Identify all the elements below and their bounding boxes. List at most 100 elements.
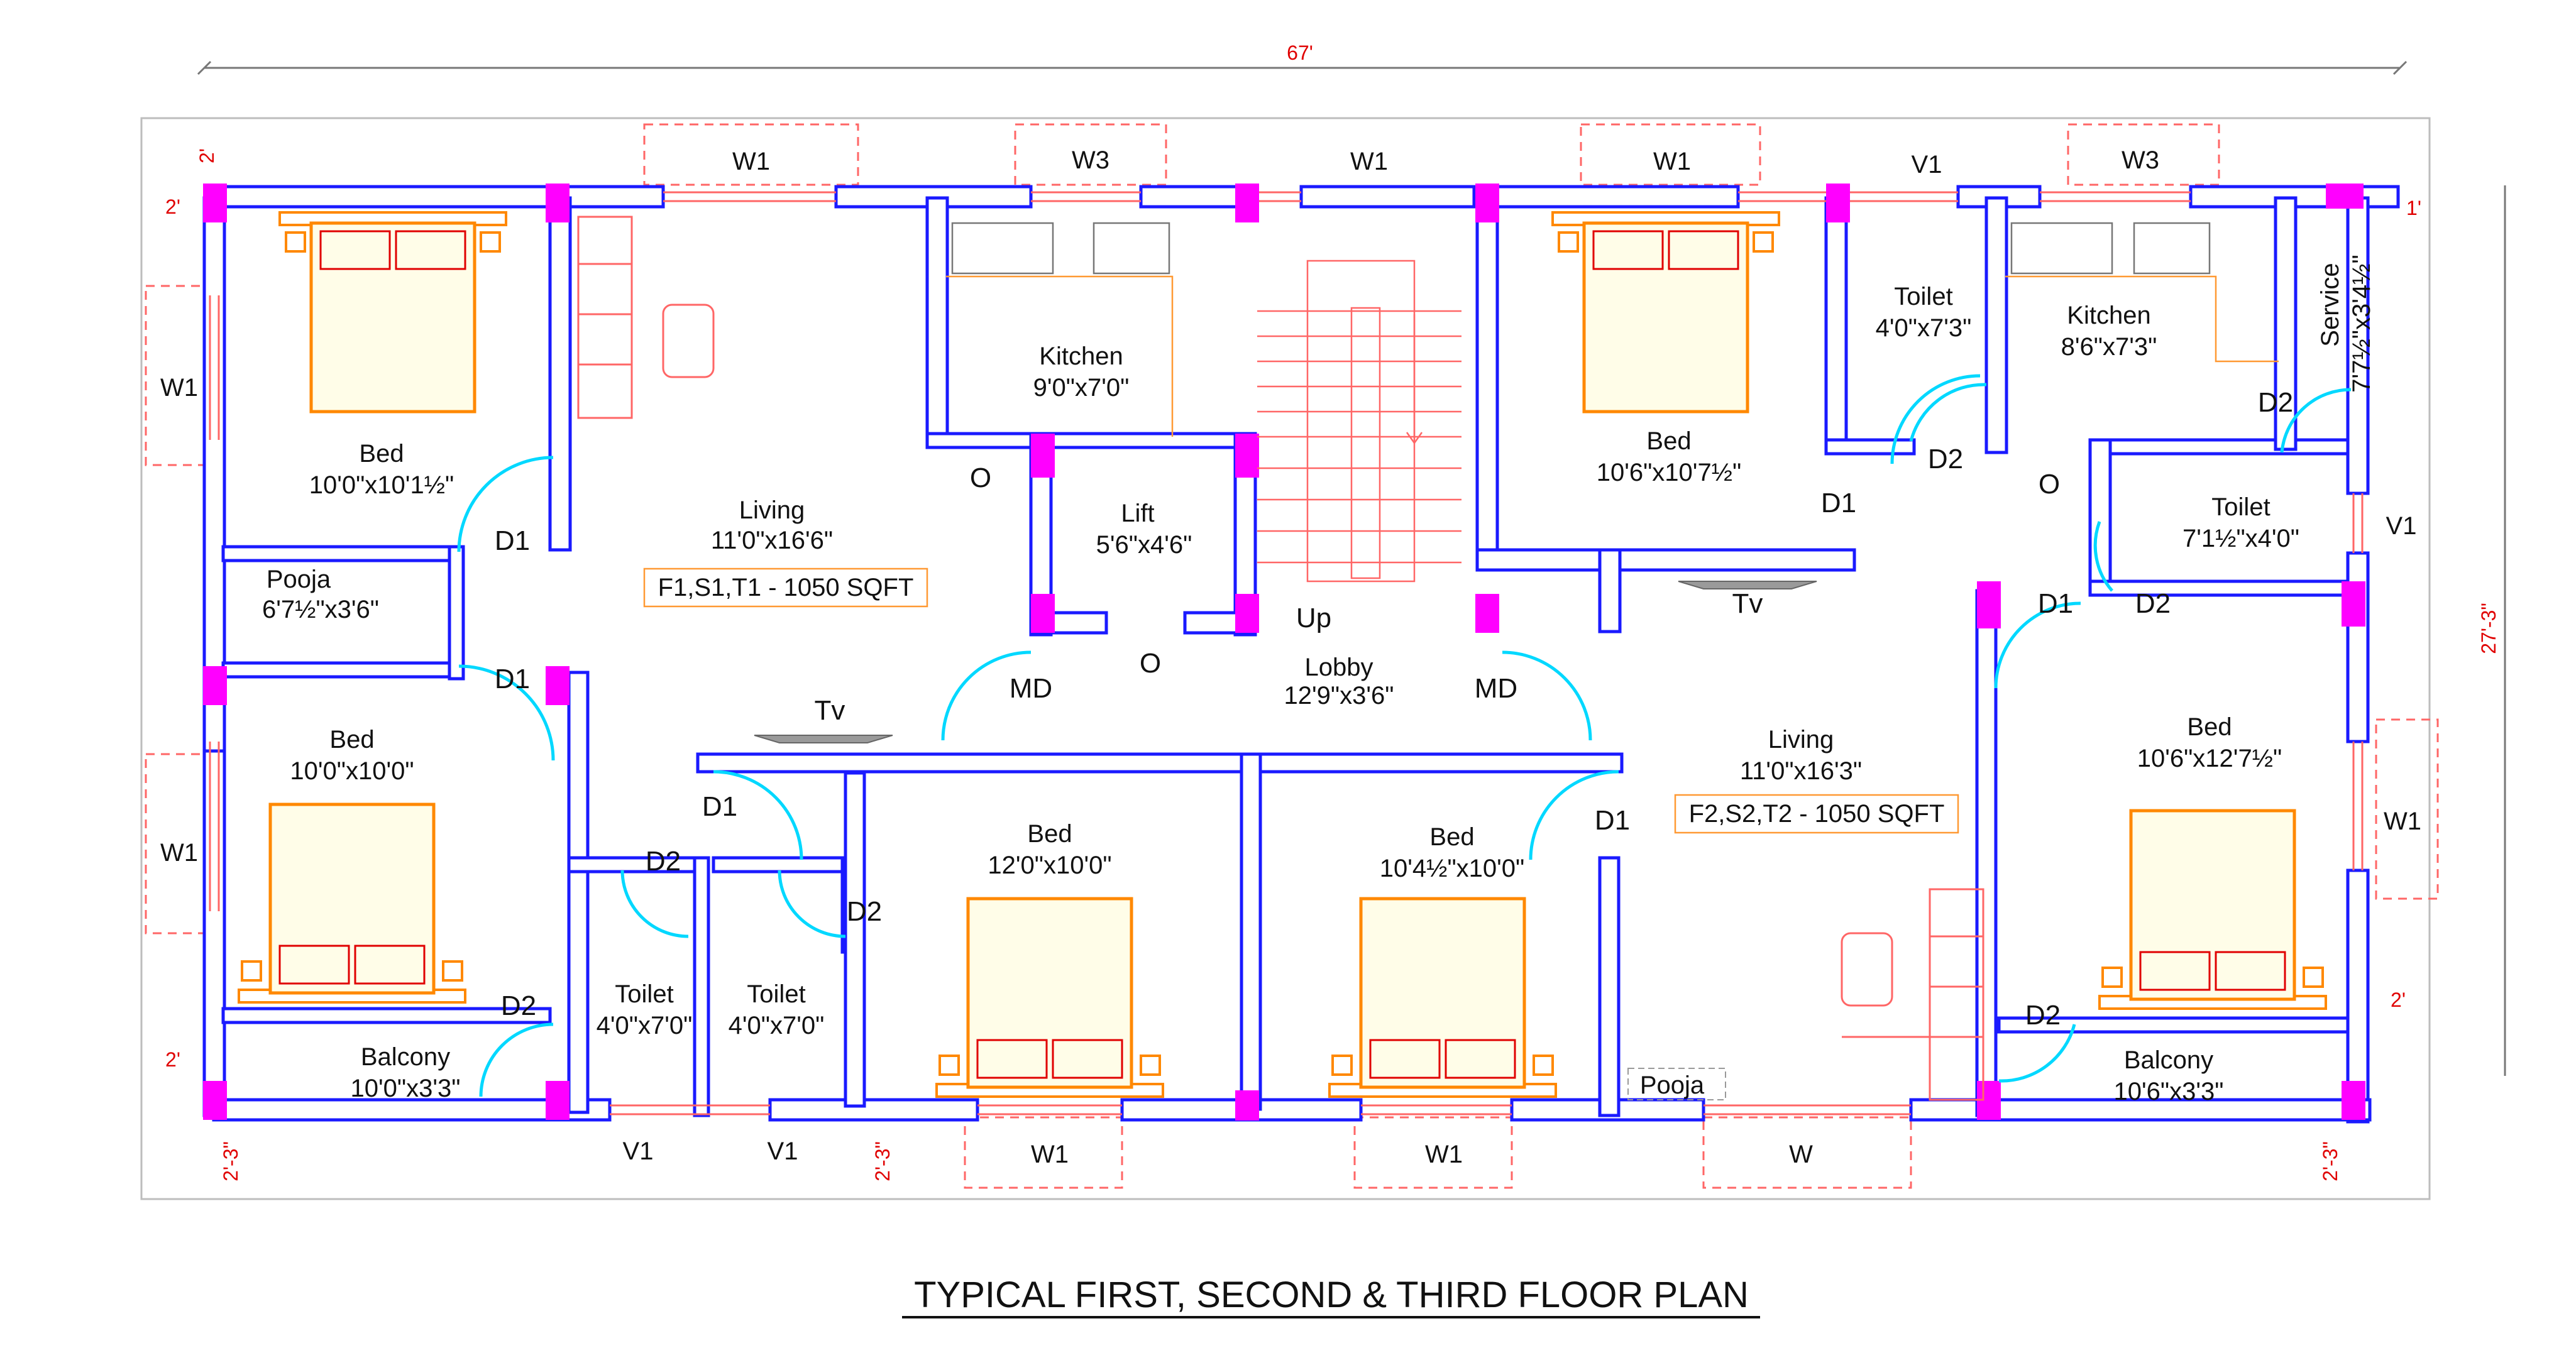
tag-w1-bottom-a: W1 bbox=[1031, 1141, 1069, 1168]
overall-depth-dimension: 27'-3" bbox=[2477, 185, 2506, 1076]
window-tags: W1 W3 W1 W1 V1 W3 W1 W1 W1 V1 V1 V1 W1 W… bbox=[160, 146, 2421, 1168]
tag-v1-bottom-b: V1 bbox=[768, 1137, 798, 1165]
tag-w1-left-a: W1 bbox=[160, 374, 198, 402]
room-name-bed-cr: Bed bbox=[1429, 823, 1474, 851]
tag-w3-top-a: W3 bbox=[1072, 146, 1109, 174]
door-tags: D1 D1 D1 D2 D2 D2 MD MD O O Up D1 D1 D2 … bbox=[495, 387, 2293, 1031]
edge-dim-right-lower: 2' bbox=[2391, 989, 2406, 1011]
room-name-bed-tr: Bed bbox=[1646, 427, 1691, 455]
tag-v1-top: V1 bbox=[1912, 151, 1942, 178]
room-size-kitchen-r: 8'6"x7'3" bbox=[2061, 333, 2157, 361]
tag-w1-top-a: W1 bbox=[732, 148, 770, 175]
tag-d2-c: D2 bbox=[501, 990, 536, 1021]
tag-d2-d: D2 bbox=[1928, 444, 1963, 474]
drawing-title: TYPICAL FIRST, SECOND & THIRD FLOOR PLAN bbox=[902, 1274, 1760, 1318]
plot-boundary bbox=[140, 117, 2431, 1200]
room-name-bed-l: Bed bbox=[329, 726, 374, 753]
room-name-toilet-r: Toilet bbox=[2211, 493, 2270, 521]
room-size-toilet-l2: 4'0"x7'0" bbox=[729, 1012, 825, 1039]
room-name-service: Service bbox=[2316, 263, 2344, 346]
tag-tv-left: Tv bbox=[815, 695, 845, 726]
room-size-lobby: 12'9"x3'6" bbox=[1284, 682, 1394, 710]
room-size-service: 7'7½"x3'4½" bbox=[2348, 255, 2375, 392]
room-name-toilet-l2: Toilet bbox=[747, 980, 805, 1008]
room-size-bed-tl: 10'0"x10'1½" bbox=[309, 471, 454, 499]
room-name-living-l: Living bbox=[739, 496, 805, 524]
room-size-bed-r: 10'6"x12'7½" bbox=[2137, 745, 2282, 772]
tag-w1-right: W1 bbox=[2384, 808, 2421, 835]
room-size-living-r: 11'0"x16'3" bbox=[1740, 757, 1862, 785]
room-name-living-r: Living bbox=[1768, 726, 1834, 753]
edge-dim-offset-3: 2'-3" bbox=[2319, 1141, 2342, 1181]
pooja-right-box bbox=[1627, 1068, 1726, 1100]
tag-o-kitchen-r: O bbox=[2039, 469, 2060, 500]
room-name-bed-cl: Bed bbox=[1027, 820, 1072, 848]
room-size-bed-l: 10'0"x10'0" bbox=[290, 757, 414, 785]
door-arcs bbox=[457, 374, 2352, 1097]
area-box-left bbox=[643, 567, 928, 608]
bed-top-left bbox=[278, 211, 507, 414]
bed-top-right bbox=[1551, 211, 1780, 414]
edge-dim-offset-1: 2'-3" bbox=[219, 1141, 242, 1181]
tag-d1-c: D1 bbox=[702, 791, 737, 822]
room-name-toilet-tr: Toilet bbox=[1894, 283, 1952, 310]
tag-d2-e: D2 bbox=[2258, 387, 2293, 418]
tag-d2-b: D2 bbox=[847, 896, 882, 927]
bed-center-right bbox=[1328, 897, 1557, 1098]
tag-v1-right: V1 bbox=[2386, 512, 2417, 540]
tv-left bbox=[754, 735, 893, 743]
staircase bbox=[1257, 260, 1461, 583]
overall-width-label: 67' bbox=[1287, 41, 1313, 64]
overall-depth-label: 27'-3" bbox=[2477, 603, 2500, 654]
columns bbox=[203, 184, 2365, 1121]
tag-d2-g: D2 bbox=[2025, 1000, 2061, 1031]
room-size-toilet-r: 7'1½"x4'0" bbox=[2182, 525, 2299, 552]
room-name-bed-r: Bed bbox=[2187, 713, 2232, 741]
overall-width-dimension: 67' bbox=[197, 41, 2408, 75]
edge-dim-top-left-a: 2' bbox=[195, 148, 218, 163]
tag-w1-left-b: W1 bbox=[160, 839, 198, 867]
edge-dim-bottom-left: 2' bbox=[165, 1048, 180, 1071]
tag-d1-f: D1 bbox=[2038, 588, 2073, 619]
room-size-bed-cr: 10'4½"x10'0" bbox=[1380, 855, 1525, 882]
edge-dim-top-right: 1' bbox=[2406, 197, 2421, 219]
tag-d1-d: D1 bbox=[1595, 805, 1630, 836]
tag-v1-bottom-a: V1 bbox=[623, 1137, 654, 1165]
room-name-lobby: Lobby bbox=[1305, 654, 1373, 681]
tag-w1-bottom-b: W1 bbox=[1425, 1141, 1463, 1168]
kitchen-counters bbox=[946, 222, 2279, 437]
window-projections bbox=[145, 123, 2439, 1189]
room-size-living-l: 11'0"x16'6" bbox=[711, 527, 833, 554]
tag-w1-top-c: W1 bbox=[1653, 148, 1691, 175]
room-name-toilet-l1: Toilet bbox=[615, 980, 673, 1008]
area-label-right: F2,S2,T2 - 1050 SQFT bbox=[1689, 800, 1945, 828]
tag-d1-a: D1 bbox=[495, 525, 530, 556]
tag-d2-a: D2 bbox=[646, 846, 681, 877]
tag-d1-b: D1 bbox=[495, 664, 530, 694]
edge-dim-offset-2: 2'-3" bbox=[871, 1141, 894, 1181]
room-size-bed-tr: 10'6"x10'7½" bbox=[1597, 459, 1742, 486]
wall-windows bbox=[209, 191, 2364, 1115]
tag-w-bottom: W bbox=[1789, 1141, 1813, 1168]
tag-d2-f: D2 bbox=[2135, 588, 2171, 619]
tag-d1-e: D1 bbox=[1821, 488, 1856, 518]
room-name-bed-tl: Bed bbox=[359, 440, 404, 468]
tag-tv-right: Tv bbox=[1732, 588, 1763, 619]
tag-o-lift: O bbox=[1140, 648, 1161, 679]
room-name-balcony-l: Balcony bbox=[361, 1043, 450, 1071]
room-name-balcony-r: Balcony bbox=[2124, 1046, 2213, 1074]
room-size-pooja-l: 6'7½"x3'6" bbox=[262, 596, 379, 623]
sofa-left bbox=[577, 216, 715, 419]
tv-right bbox=[1678, 581, 1817, 589]
room-size-lift: 5'6"x4'6" bbox=[1096, 531, 1192, 559]
room-labels: Bed 10'0"x10'1½" Pooja 6'7½"x3'6" Bed 10… bbox=[262, 255, 2375, 1105]
room-size-toilet-tr: 4'0"x7'3" bbox=[1876, 314, 1972, 342]
room-name-pooja-l: Pooja bbox=[267, 566, 331, 593]
tag-w3-top-b: W3 bbox=[2122, 146, 2159, 174]
sofa-right bbox=[1841, 888, 1984, 1101]
area-label-left: F1,S1,T1 - 1050 SQFT bbox=[658, 574, 914, 601]
edge-dim-top-left-b: 2' bbox=[165, 195, 180, 218]
room-size-toilet-l1: 4'0"x7'0" bbox=[597, 1012, 693, 1039]
tag-o-kitchen-l: O bbox=[970, 463, 991, 493]
